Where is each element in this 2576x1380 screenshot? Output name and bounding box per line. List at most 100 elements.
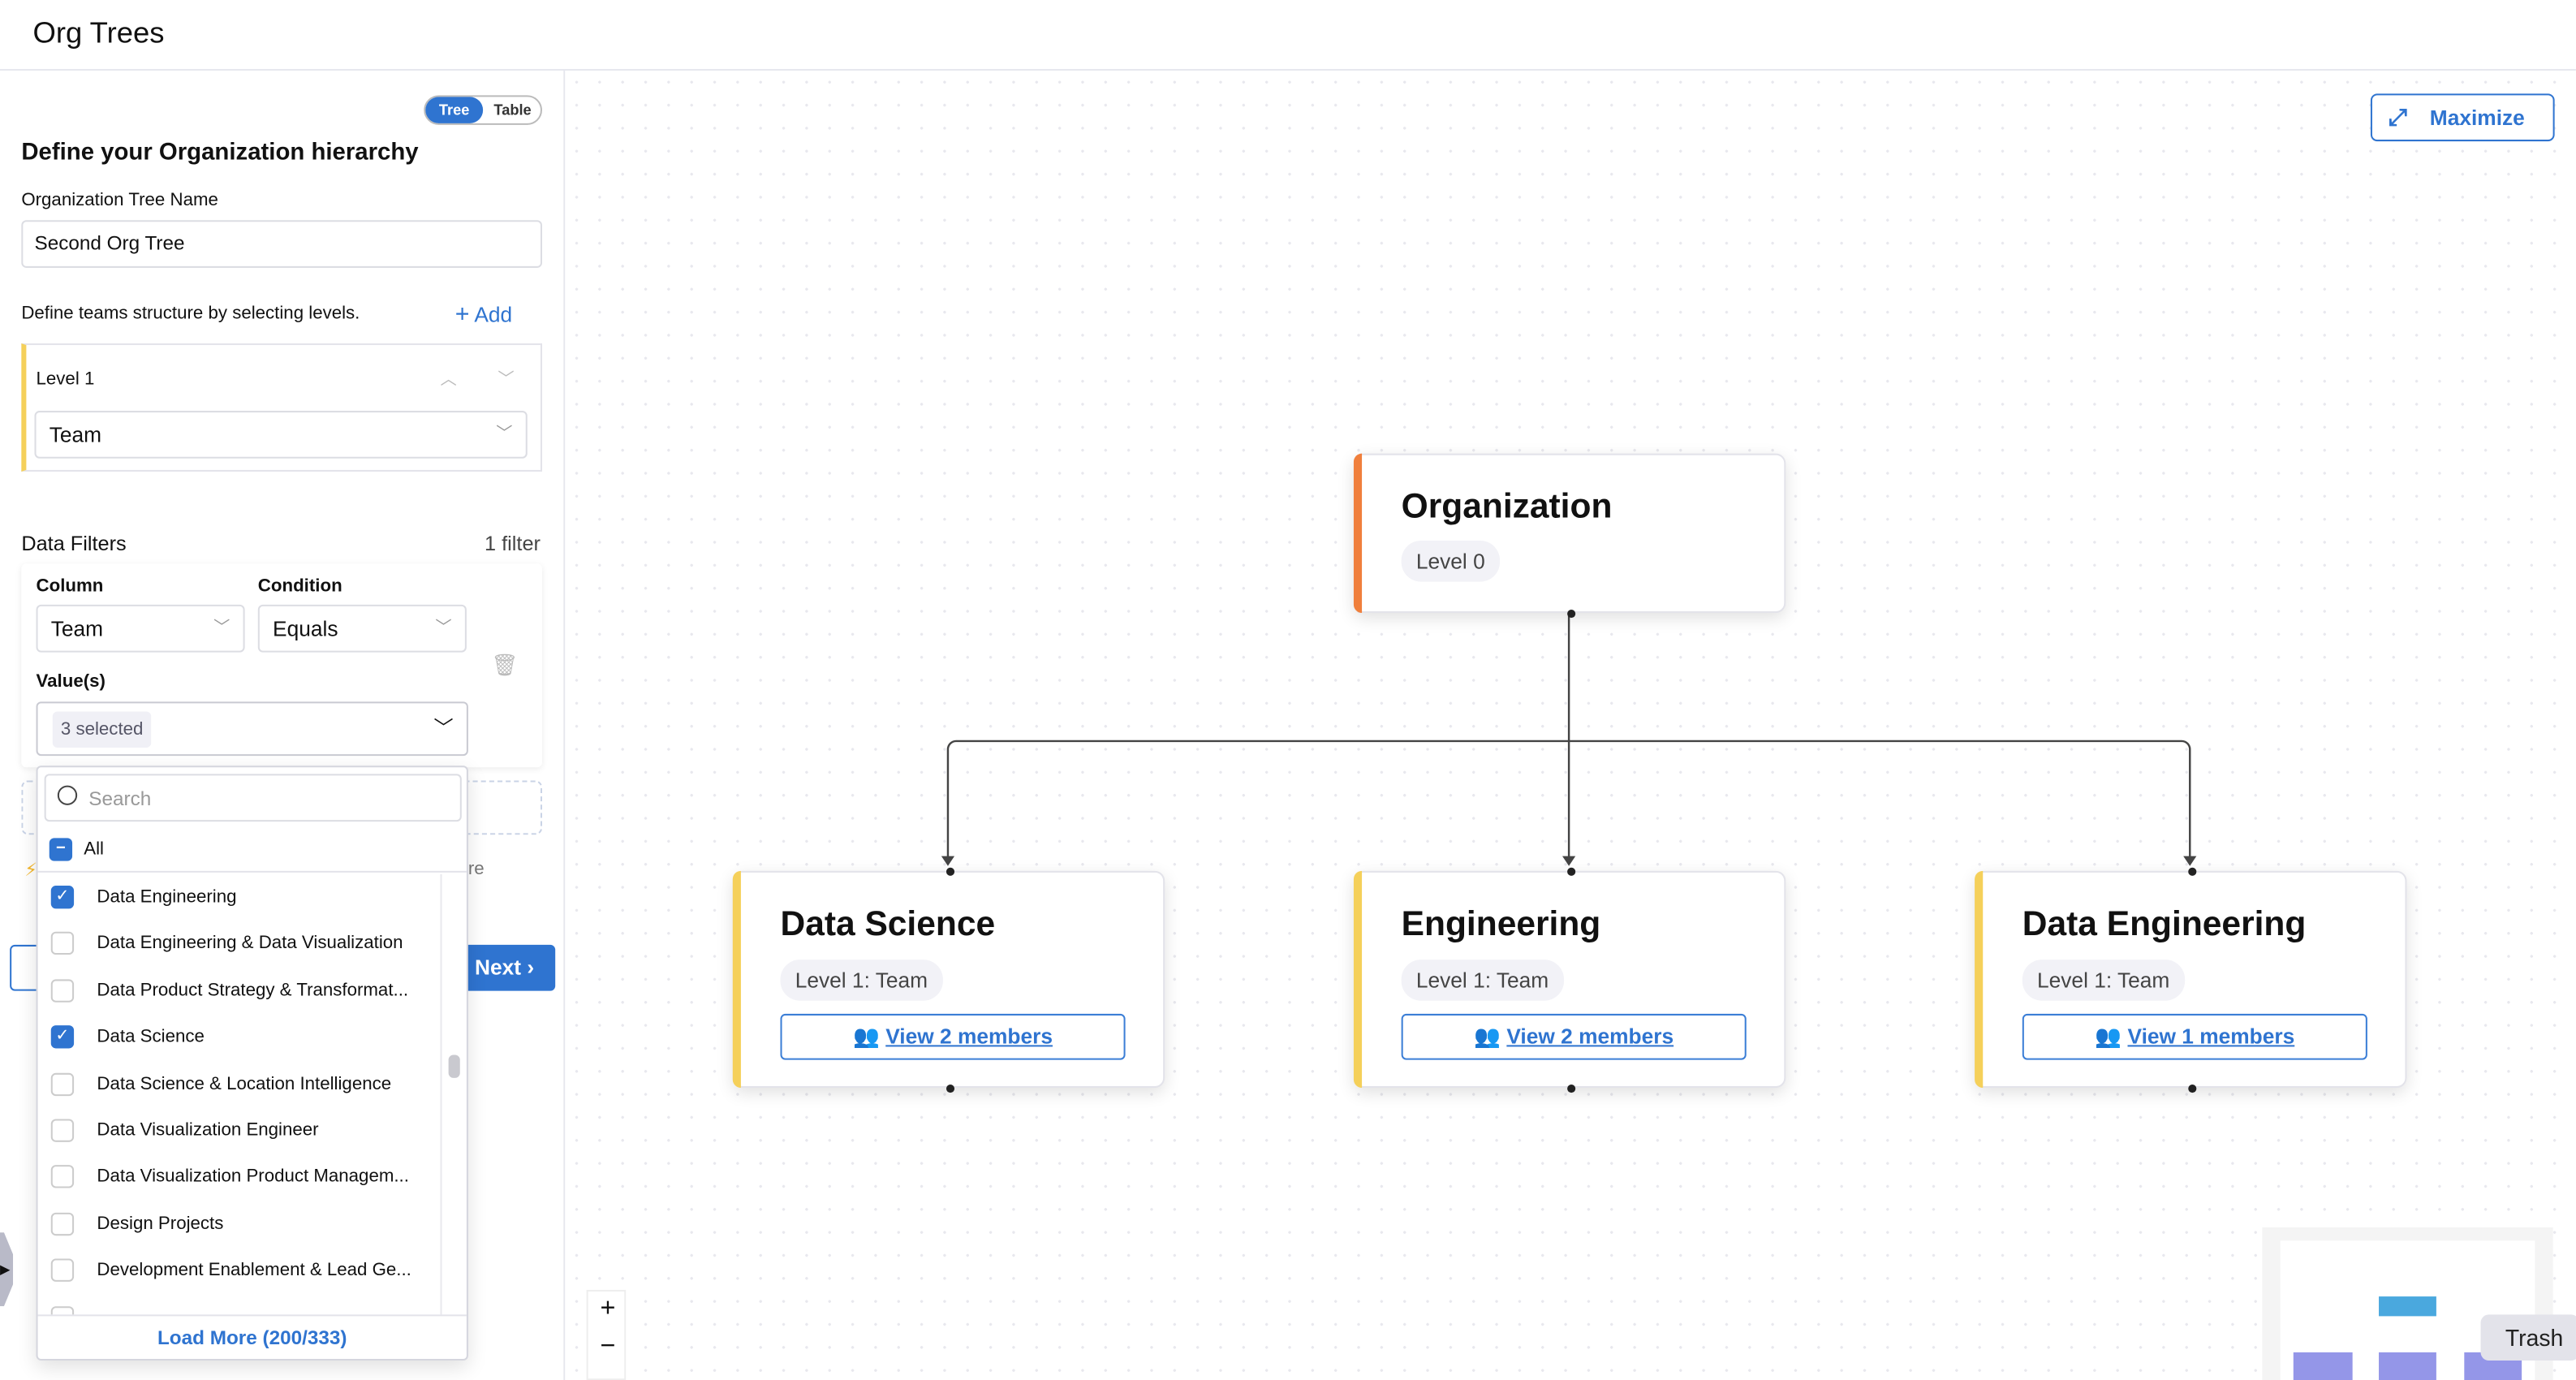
minimap-node bbox=[2293, 1352, 2353, 1380]
chevron-right-icon: › bbox=[527, 955, 535, 980]
section-heading: Define your Organization hierarchy bbox=[21, 140, 419, 166]
search-input[interactable]: Search bbox=[44, 774, 462, 822]
option-label: Data Science & Location Intelligence bbox=[97, 1074, 392, 1094]
dropdown-option[interactable]: Data Engineering & Data Visualization bbox=[38, 921, 442, 967]
option-label: Data Engineering bbox=[97, 887, 237, 908]
checkbox-checked[interactable]: ✓ bbox=[50, 1025, 75, 1049]
arrow-icon bbox=[941, 856, 955, 866]
column-label: Column bbox=[36, 576, 104, 597]
chevron-down-icon: ﹀ bbox=[435, 619, 452, 638]
node-organization[interactable]: Organization Level 0 bbox=[1353, 453, 1786, 619]
tree-connectors bbox=[941, 611, 2197, 866]
level-color-bar bbox=[732, 870, 741, 1089]
node-title: Data Science bbox=[780, 905, 996, 943]
filters-title: Data Filters bbox=[21, 532, 127, 556]
levels-hint: Define teams structure by selecting leve… bbox=[21, 304, 360, 324]
next-label: Next bbox=[474, 955, 522, 980]
checkbox[interactable] bbox=[50, 1305, 75, 1315]
filters-count: 1 filter bbox=[485, 532, 541, 556]
level-value: Team bbox=[49, 422, 102, 447]
zoom-out-button[interactable]: − bbox=[600, 1332, 616, 1361]
members-label: View 1 members bbox=[2127, 1024, 2295, 1049]
lightning-icon: ⚡ bbox=[24, 860, 38, 881]
level-badge: Level 1: Team bbox=[1401, 960, 1564, 1001]
column-select[interactable]: Team﹀ bbox=[36, 604, 245, 653]
arrow-icon bbox=[2183, 856, 2197, 866]
scrollbar-thumb[interactable] bbox=[448, 1054, 460, 1078]
chevron-down-icon: ﹀ bbox=[213, 619, 230, 638]
tree-name-input[interactable]: Second Org Tree bbox=[21, 220, 542, 268]
checkbox-indeterminate[interactable]: − bbox=[49, 838, 73, 861]
add-level-button[interactable]: + Add bbox=[455, 300, 512, 328]
checkbox[interactable] bbox=[50, 1165, 75, 1189]
scrollbar-track bbox=[440, 873, 442, 1315]
handle-dot bbox=[1567, 867, 1576, 876]
load-more-button[interactable]: Load More (200/333) bbox=[37, 1314, 467, 1359]
checkbox[interactable] bbox=[50, 1072, 75, 1096]
members-label: View 2 members bbox=[1506, 1024, 1674, 1049]
checkbox[interactable] bbox=[50, 1212, 75, 1236]
view-members-button[interactable]: 👥 View 1 members bbox=[2022, 1013, 2367, 1060]
level-color-bar bbox=[1353, 870, 1363, 1089]
node-title: Organization bbox=[1401, 488, 1613, 526]
checkbox[interactable] bbox=[50, 979, 75, 1003]
view-members-button[interactable]: 👥 View 2 members bbox=[1401, 1013, 1747, 1060]
view-toggle[interactable]: Tree Table bbox=[424, 95, 542, 125]
search-icon bbox=[57, 785, 78, 805]
handle-dot bbox=[1567, 1084, 1576, 1093]
maximize-label: Maximize bbox=[2429, 105, 2525, 130]
zoom-in-button[interactable]: + bbox=[600, 1295, 616, 1323]
condition-value: Equals bbox=[273, 616, 338, 641]
option-label: Data Visualization Product Managem... bbox=[97, 1167, 409, 1188]
trash-icon[interactable]: 🗑 bbox=[491, 652, 519, 677]
checkbox[interactable] bbox=[50, 932, 75, 955]
option-all[interactable]: − All bbox=[37, 826, 467, 873]
checkbox-checked[interactable]: ✓ bbox=[50, 886, 75, 909]
sidebar-expand-handle[interactable]: ▶ bbox=[0, 1232, 14, 1307]
dropdown-option[interactable]: Design Projects bbox=[38, 1201, 442, 1247]
dropdown-option[interactable]: Data Science & Location Intelligence bbox=[38, 1061, 442, 1107]
dropdown-option[interactable]: ✓ Data Engineering bbox=[38, 874, 442, 921]
dropdown-option[interactable]: Development Enablement & Lead Ge... bbox=[38, 1248, 442, 1294]
add-label: Add bbox=[474, 302, 513, 327]
dropdown-option[interactable]: ✓ Data Science bbox=[38, 1014, 442, 1060]
dropdown-option-partial[interactable] bbox=[38, 1294, 442, 1315]
level-color-bar bbox=[1975, 870, 1984, 1089]
app-header: Org Trees bbox=[0, 0, 2576, 71]
chevron-down-icon: ﹀ bbox=[433, 716, 454, 740]
plus-icon: + bbox=[454, 300, 470, 329]
move-up-icon[interactable]: ︿ bbox=[440, 371, 457, 390]
values-multiselect[interactable]: 3 selected ﹀ bbox=[36, 701, 468, 757]
trash-tooltip: Trash bbox=[2480, 1314, 2576, 1361]
view-members-button[interactable]: 👥 View 2 members bbox=[780, 1013, 1126, 1060]
maximize-button[interactable]: ⤢ Maximize bbox=[2370, 93, 2555, 142]
level-card: Level 1 ︿ ﹀ Team﹀ bbox=[21, 343, 542, 472]
tree-canvas[interactable]: ⤢ Maximize Organization Level 0 Data Sci… bbox=[565, 71, 2576, 1380]
minimap-node bbox=[2379, 1352, 2436, 1380]
tab-tree[interactable]: Tree bbox=[425, 97, 484, 123]
chevron-down-icon: ﹀ bbox=[496, 425, 513, 444]
tab-table[interactable]: Table bbox=[493, 101, 532, 119]
dropdown-option[interactable]: Data Visualization Engineer bbox=[38, 1107, 442, 1154]
dropdown-option[interactable]: Data Product Strategy & Transformat... bbox=[38, 968, 442, 1014]
dropdown-option[interactable]: Data Visualization Product Managem... bbox=[38, 1154, 442, 1201]
move-down-icon[interactable]: ﹀ bbox=[498, 371, 515, 390]
selected-chip: 3 selected bbox=[52, 711, 152, 748]
option-label: Data Science bbox=[97, 1027, 205, 1047]
checkbox[interactable] bbox=[50, 1258, 75, 1283]
condition-select[interactable]: Equals ﹀ bbox=[257, 604, 467, 653]
option-label: Development Enablement & Lead Ge... bbox=[97, 1260, 411, 1281]
level-select[interactable]: Team ﹀ bbox=[34, 411, 528, 459]
values-label: Value(s) bbox=[36, 671, 106, 692]
checkbox[interactable] bbox=[50, 1119, 75, 1142]
tree-name-label: Organization Tree Name bbox=[21, 190, 218, 211]
filter-card: Column Condition Team﹀ Equals﹀ 🗑 Value(s… bbox=[21, 563, 542, 768]
level-badge: Level 1: Team bbox=[2022, 960, 2185, 1001]
level-badge: Level 1: Team bbox=[780, 960, 943, 1001]
members-label: View 2 members bbox=[885, 1024, 1053, 1049]
